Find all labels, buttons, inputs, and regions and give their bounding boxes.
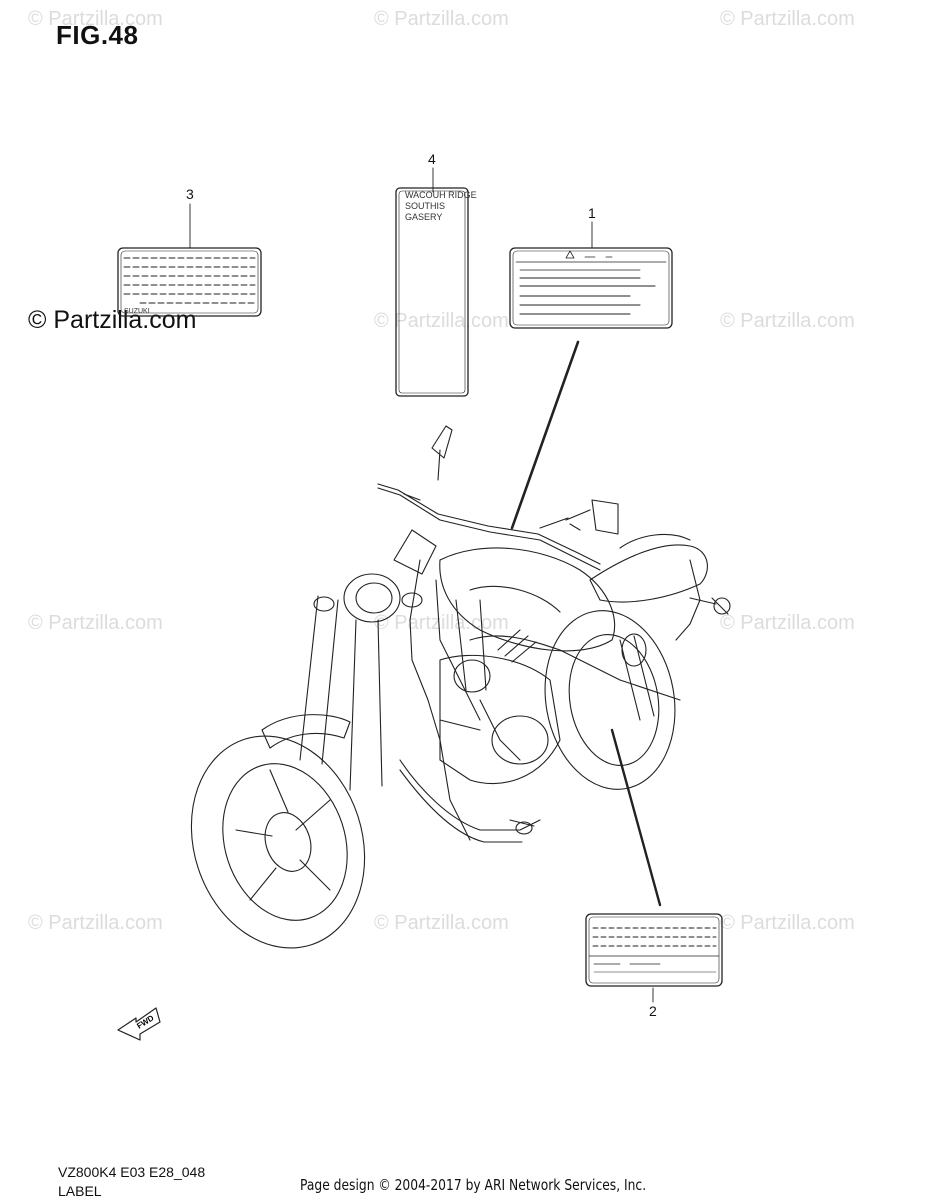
leader-line-2-to-bike	[610, 728, 662, 907]
watermark: © Partzilla.com	[28, 912, 163, 934]
figure-title: FIG.48	[56, 20, 139, 50]
motorcycle-illustration	[190, 425, 731, 949]
label-1-warning-sticker[interactable]	[509, 247, 673, 329]
section-label: LABEL	[58, 1183, 102, 1199]
watermark: © Partzilla.com	[28, 612, 163, 634]
watermark: © Partzilla.com	[720, 310, 855, 332]
watermark: © Partzilla.com	[374, 612, 509, 634]
callout-2: 2	[649, 1003, 657, 1019]
label-3-caution-sticker[interactable]	[117, 247, 262, 317]
watermark: © Partzilla.com	[720, 912, 855, 934]
watermark: © Partzilla.com	[720, 612, 855, 634]
callout-3: 3	[186, 186, 194, 202]
label-4-tall-sticker[interactable]	[395, 187, 469, 397]
watermark-strong: © Partzilla.com	[28, 306, 197, 334]
label-2-info-sticker[interactable]	[585, 913, 723, 987]
label-3-brand: SUZUKI	[124, 308, 150, 315]
leader-line-1-to-bike	[510, 340, 580, 530]
page-credit: Page design © 2004-2017 by ARI Network S…	[300, 1176, 647, 1194]
watermark: © Partzilla.com	[28, 8, 163, 30]
model-code: VZ800K4 E03 E28_048	[58, 1164, 206, 1180]
callout-4: 4	[428, 151, 436, 167]
label-4-line-3: GASERY	[405, 212, 442, 222]
watermark: © Partzilla.com	[374, 310, 509, 332]
callout-1: 1	[588, 205, 596, 221]
watermark: © Partzilla.com	[720, 8, 855, 30]
forward-direction-arrow	[117, 1007, 161, 1041]
watermark: © Partzilla.com	[374, 8, 509, 30]
watermark: © Partzilla.com	[374, 912, 509, 934]
label-4-line-2: SOUTHIS	[405, 201, 445, 211]
label-4-line-1: WACOUH RIDGE	[405, 190, 477, 200]
